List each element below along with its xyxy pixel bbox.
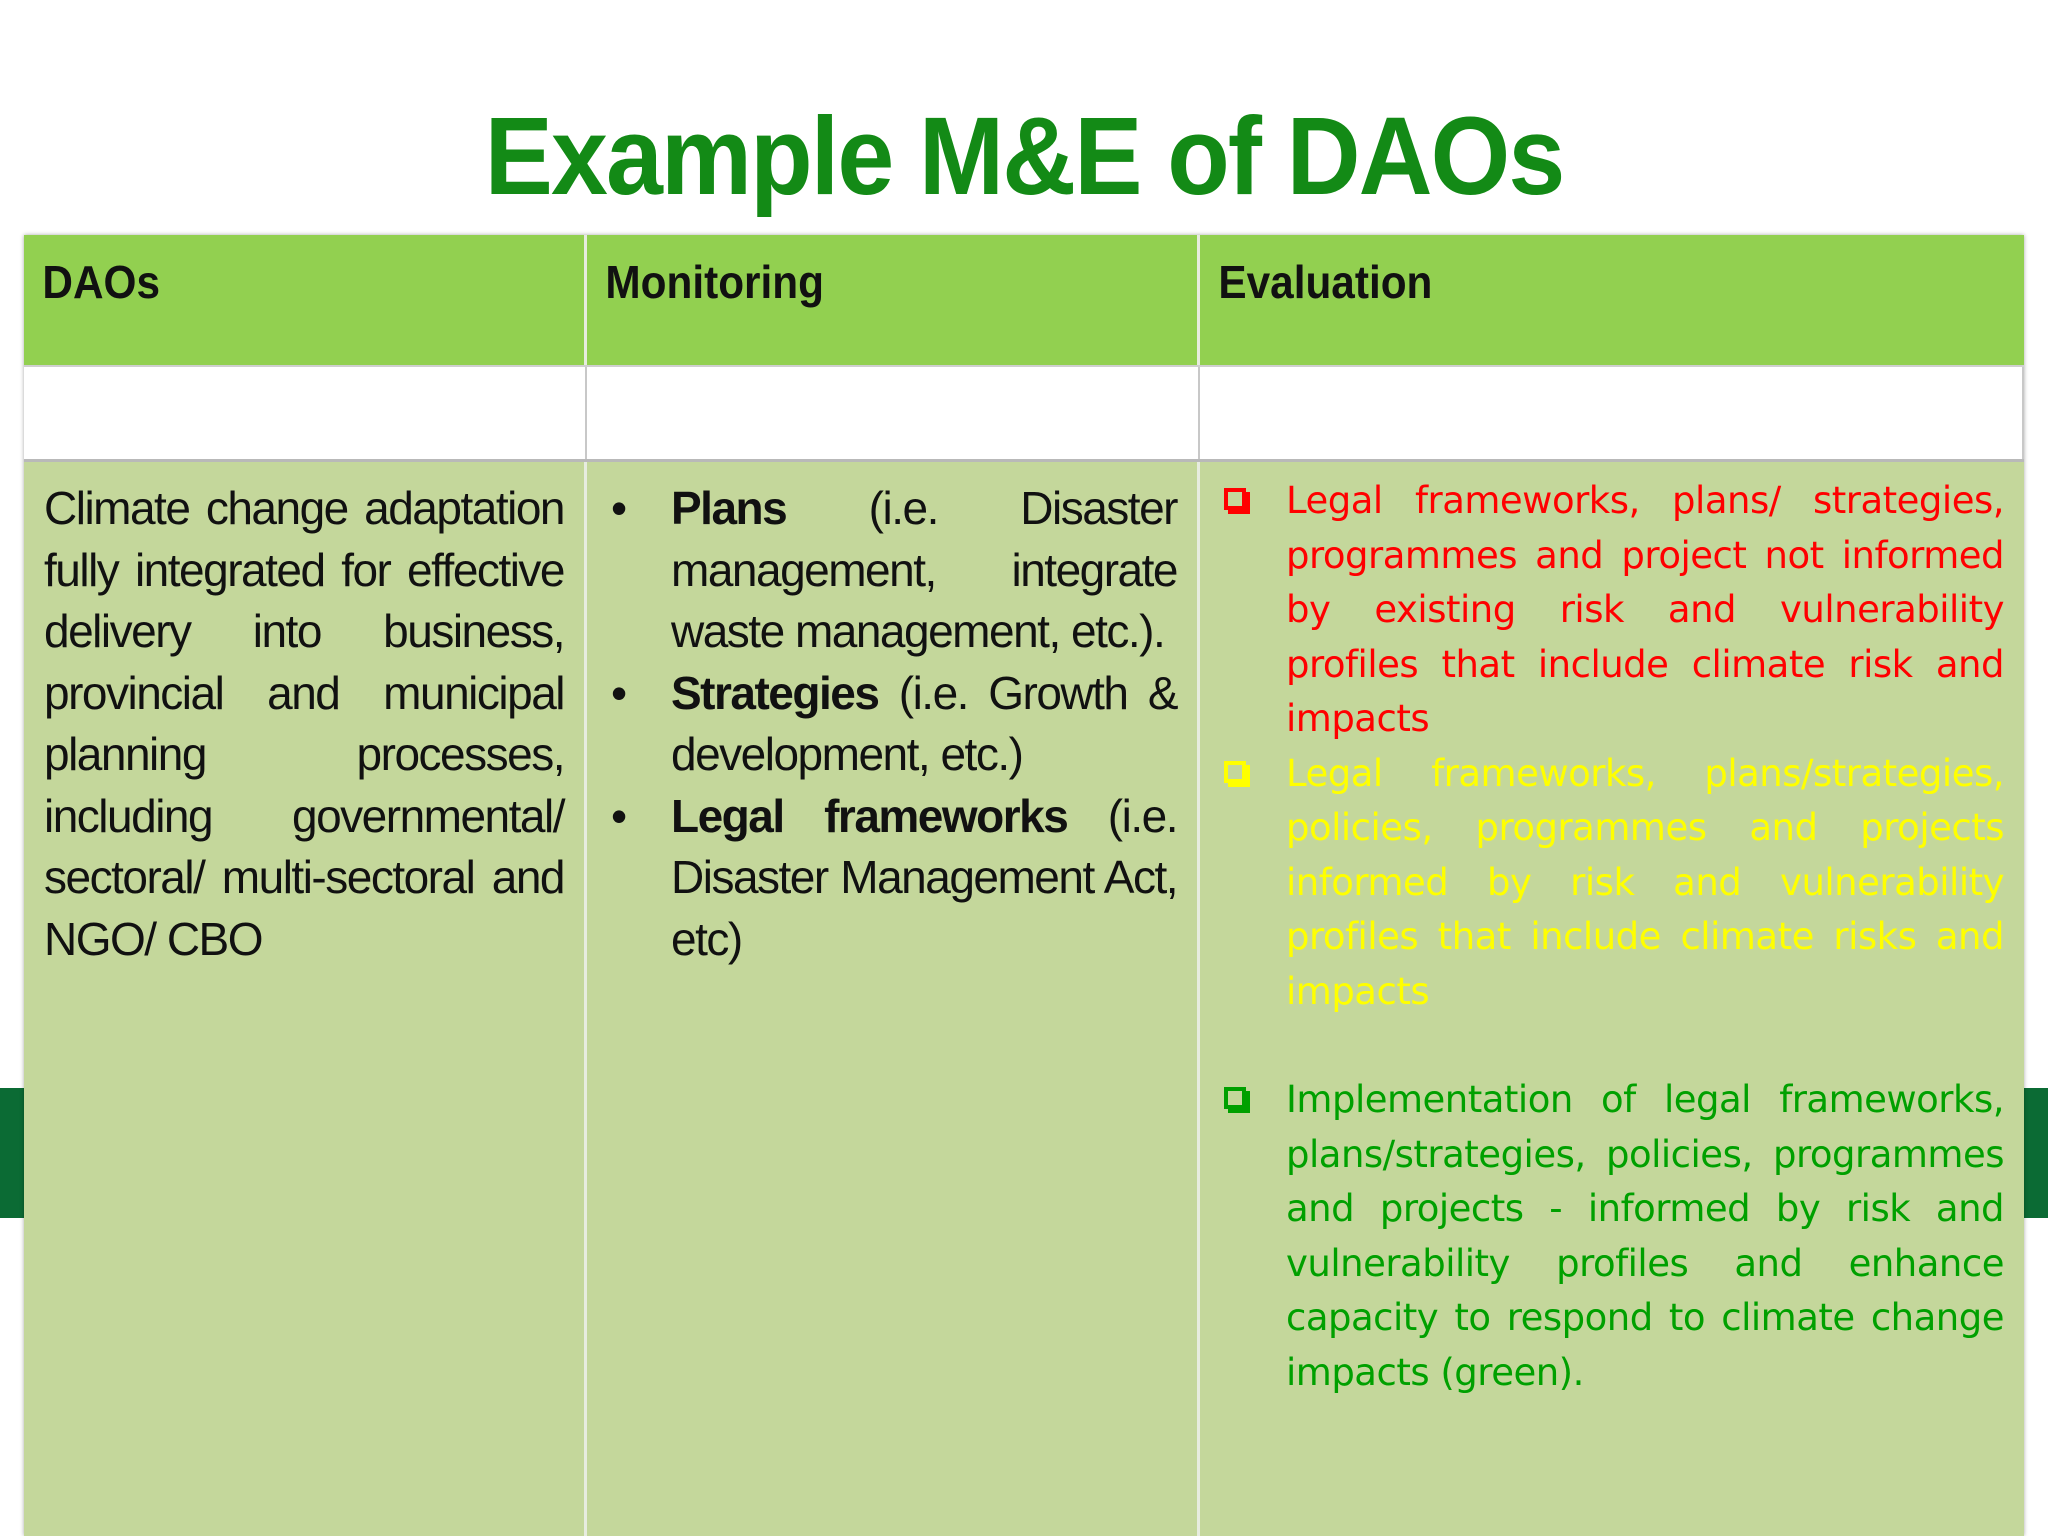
evaluation-text: Legal frameworks, plans/strategies, poli… [1286,751,2005,1013]
monitoring-item: • Plans (i.e. Disaster management, integr… [607,478,1179,663]
table-body-row: Climate change adaptation fully integrat… [24,462,2024,1536]
bullet-icon: • [611,666,627,719]
evaluation-list: Legal frameworks, plans/ strategies, pro… [1200,462,2024,1400]
monitoring-detail: (i.e. Disaster management, integrate was… [671,482,1179,657]
right-edge-accent-bar [2022,1088,2048,1218]
me-table: DAOs Monitoring Evaluation Climate chang… [24,235,2024,1536]
evaluation-text: Legal frameworks, plans/ strategies, pro… [1286,479,2005,740]
monitoring-item: • Strategies (i.e. Growth & development, … [607,663,1179,786]
header-cell-evaluation: Evaluation [1200,235,2024,365]
monitoring-cell: • Plans (i.e. Disaster management, integr… [587,462,1200,1536]
checkbox-bullet-icon [1224,760,1246,783]
evaluation-item-yellow: Legal frameworks, plans/strategies, poli… [1222,747,2005,1020]
monitoring-detail: (i.e. Growth & development, etc.) [671,666,1179,781]
left-edge-accent-bar [0,1088,26,1218]
monitoring-term: Plans [671,482,788,534]
evaluation-item-green: Implementation of legal frameworks, plan… [1222,1073,2005,1400]
evaluation-spacer [1222,1019,2004,1073]
monitoring-item: • Legal frameworks (i.e. Disaster Managem… [607,786,1179,971]
evaluation-cell: Legal frameworks, plans/ strategies, pro… [1200,462,2024,1536]
table-empty-row [24,367,2024,462]
daos-description: Climate change adaptation fully integrat… [44,482,566,965]
header-label-evaluation: Evaluation [1218,256,1433,308]
checkbox-bullet-icon [1224,488,1246,510]
monitoring-list: • Plans (i.e. Disaster management, integr… [587,462,1197,970]
monitoring-detail: (i.e. Disaster Management Act, etc) [671,789,1179,965]
slide-title: Example M&E of DAOs [484,95,1566,218]
header-label-monitoring: Monitoring [605,256,824,308]
empty-cell [1200,367,2024,459]
bullet-icon: • [611,482,627,534]
monitoring-term: Strategies [671,666,880,719]
empty-cell [24,367,587,459]
empty-cell [587,367,1200,459]
checkbox-bullet-icon [1224,1087,1246,1109]
monitoring-term: Legal frameworks [671,789,1069,842]
table-header-row: DAOs Monitoring Evaluation [24,235,2024,367]
header-cell-monitoring: Monitoring [587,235,1200,365]
header-label-daos: DAOs [42,256,160,308]
header-cell-daos: DAOs [24,235,587,365]
daos-cell: Climate change adaptation fully integrat… [24,462,587,1536]
evaluation-item-red: Legal frameworks, plans/ strategies, pro… [1222,474,2005,747]
bullet-icon: • [611,789,627,842]
evaluation-text: Implementation of legal frameworks, plan… [1286,1078,2005,1394]
